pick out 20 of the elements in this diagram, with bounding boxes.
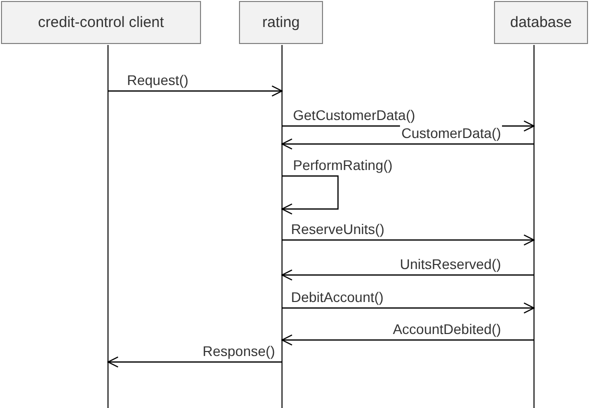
message-arrow <box>281 334 534 346</box>
message-label: DebitAccount() <box>290 289 385 305</box>
message-label: UnitsReserved() <box>398 256 502 272</box>
message-arrow <box>107 356 282 368</box>
message-arrow <box>282 234 535 246</box>
message-arrow <box>108 85 283 97</box>
message-label: Request() <box>126 72 190 88</box>
message-label: ReserveUnits() <box>290 221 386 237</box>
participant-box: rating <box>239 1 323 44</box>
self-message-arrow <box>281 175 339 215</box>
participant-box: database <box>494 1 588 44</box>
message-arrow <box>281 269 534 281</box>
message-label: AccountDebited() <box>392 321 502 337</box>
message-label: PerformRating() <box>292 157 394 173</box>
message-label: Response() <box>202 343 276 359</box>
message-arrow <box>281 138 534 150</box>
message-label: CustomerData() <box>400 125 502 141</box>
message-arrow <box>282 302 535 314</box>
participant-box: credit-control client <box>1 1 201 44</box>
message-label: GetCustomerData() <box>292 107 416 123</box>
